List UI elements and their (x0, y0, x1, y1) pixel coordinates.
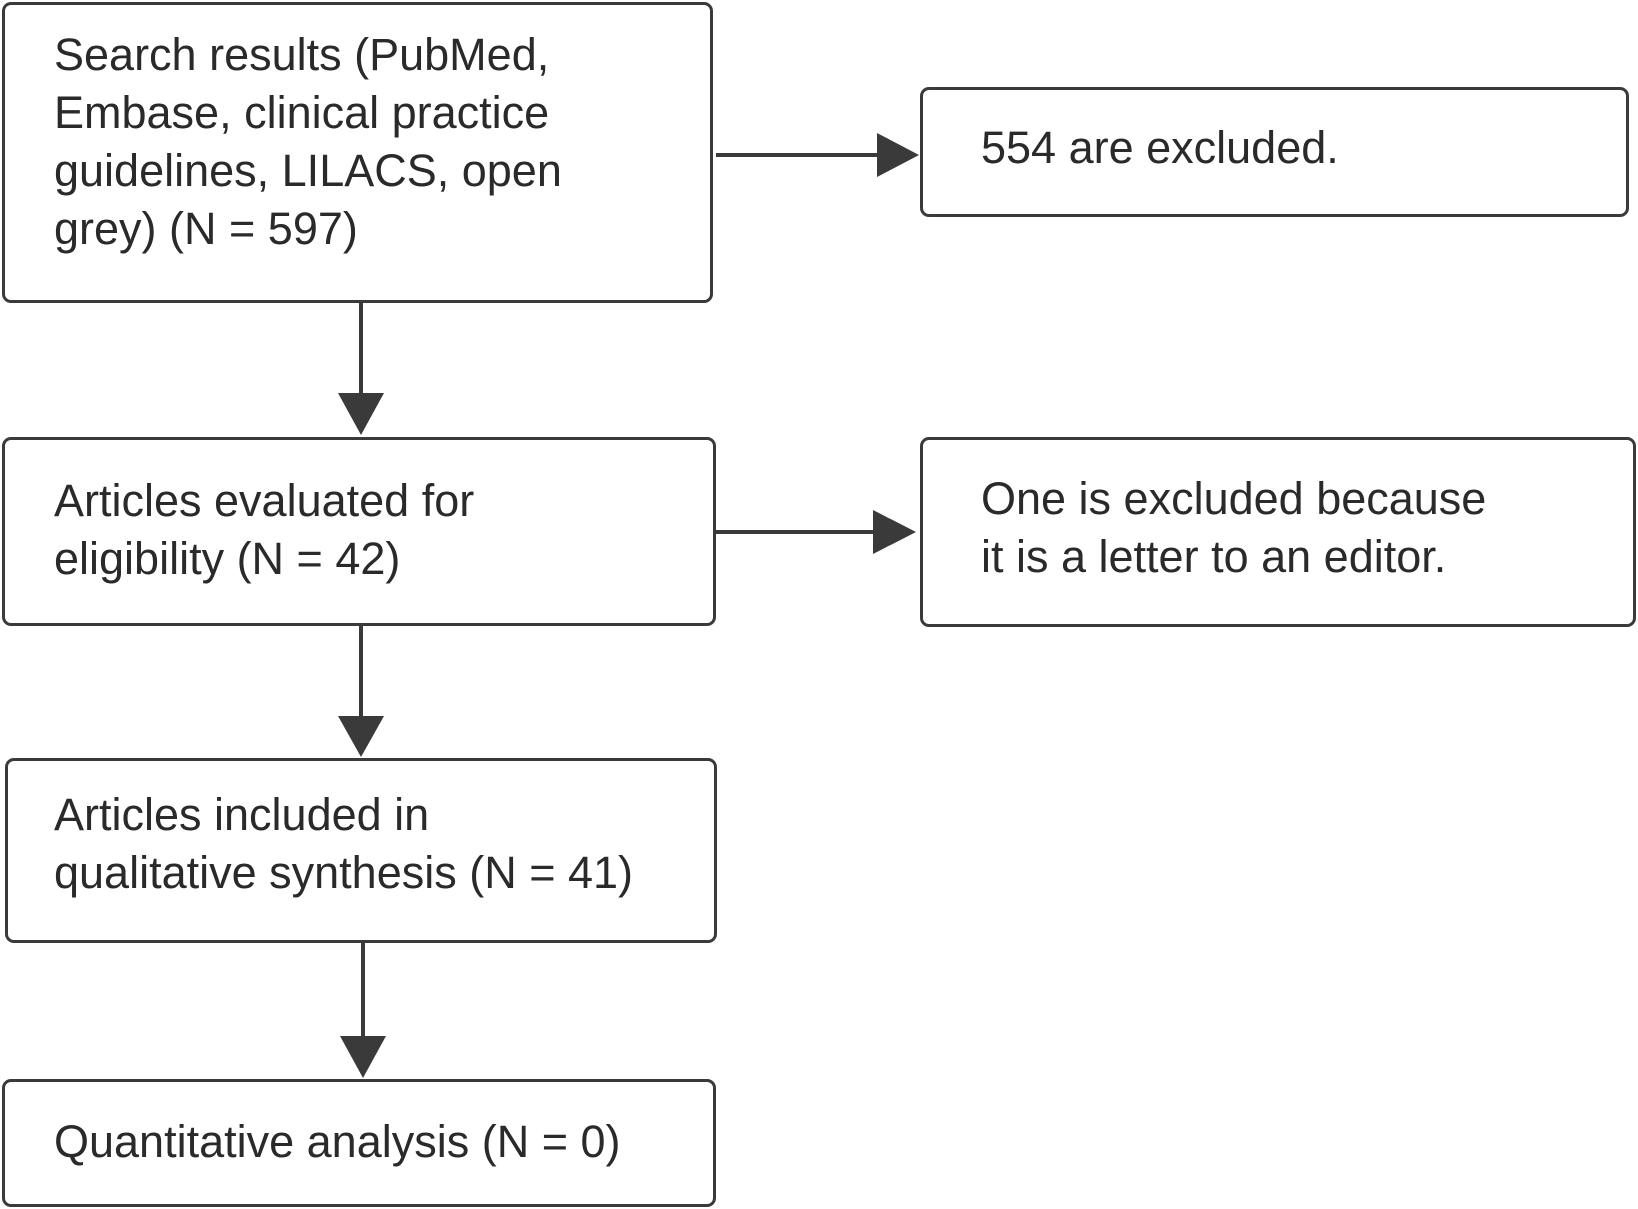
arrowhead-down-3 (340, 1036, 386, 1078)
search-results-box (2, 2, 713, 303)
excluded-second-text: One is excluded because it is a letter t… (981, 473, 1487, 582)
search-results-text: Search results (PubMed, Embase, clinical… (54, 29, 562, 254)
excluded-first-text: 554 are excluded. (981, 122, 1339, 173)
arrowhead-right-2 (873, 510, 916, 554)
quantitative-analysis-box (2, 1079, 716, 1207)
arrowhead-down-2 (338, 716, 384, 757)
qualitative-synthesis-text: Articles included in qualitative synthes… (54, 789, 634, 898)
eligibility-box (2, 437, 716, 626)
arrowhead-right-1 (877, 133, 919, 177)
arrowhead-down-1 (338, 393, 384, 435)
eligibility-text: Articles evaluated for eligibility (N = … (54, 475, 475, 584)
excluded-second-box (920, 437, 1636, 627)
qualitative-synthesis-box (5, 758, 717, 943)
excluded-first-box (920, 87, 1629, 217)
quantitative-analysis-text: Quantitative analysis (N = 0) (54, 1116, 621, 1167)
